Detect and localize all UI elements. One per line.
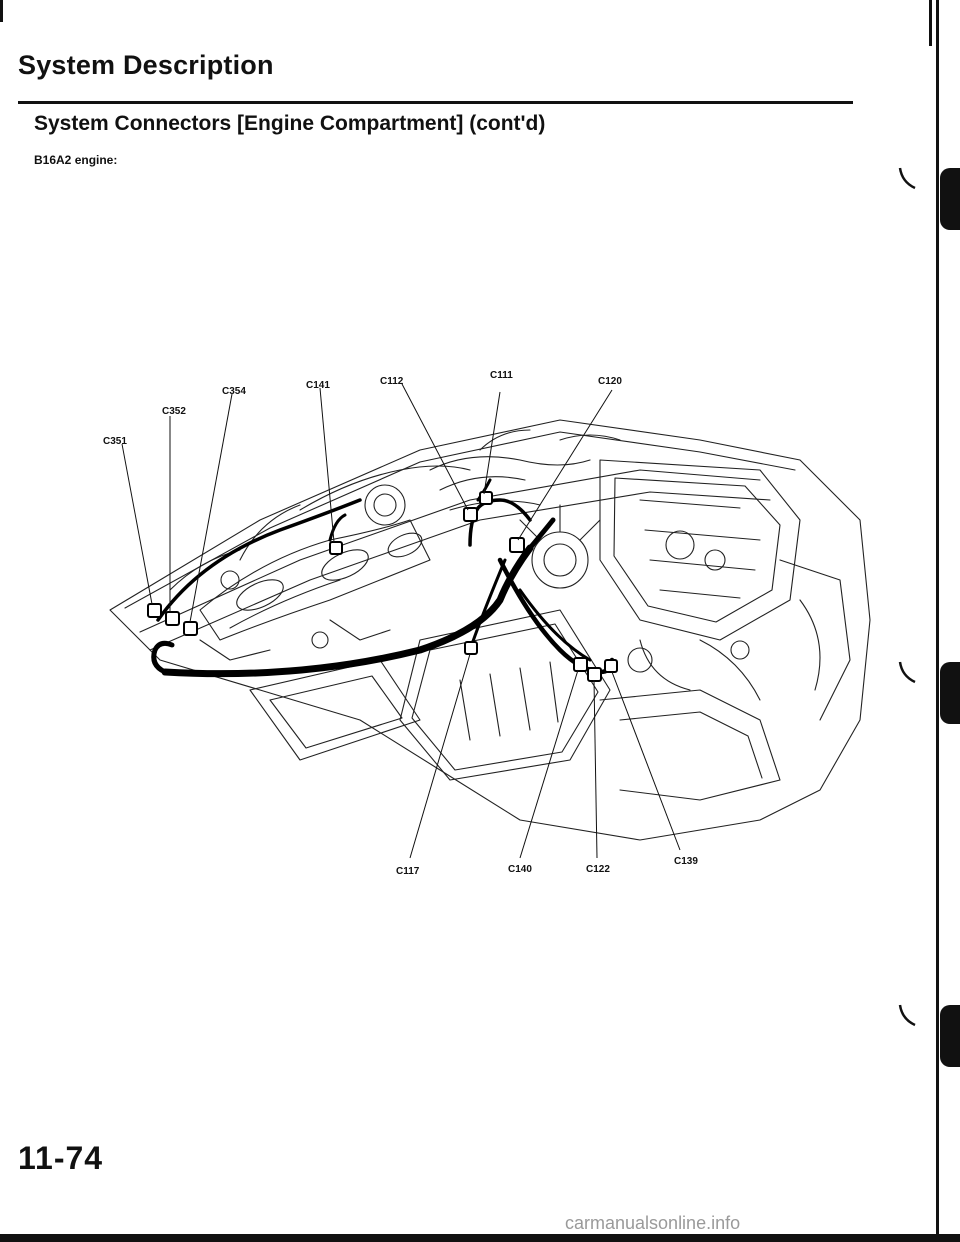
callout-c111: C111	[490, 370, 513, 381]
bulkhead-outline	[109, 419, 871, 841]
connector-c351	[147, 603, 162, 618]
callout-labels: C111 C112 C120 C141 C354 C352 C351 C117 …	[103, 370, 698, 877]
leader-c117	[409, 653, 471, 859]
leader-lines	[121, 383, 681, 859]
distributor	[531, 531, 589, 589]
binder-hook	[898, 661, 916, 684]
connector-c141	[329, 541, 343, 555]
bottom-rule	[0, 1234, 960, 1242]
connector-c117	[464, 641, 478, 655]
callout-c112: C112	[380, 376, 404, 387]
leader-c120	[517, 389, 613, 541]
edge-mark	[929, 0, 932, 46]
callout-c140: C140	[508, 864, 532, 875]
connectors	[147, 491, 618, 682]
air-cleaner-box	[399, 609, 611, 781]
leader-c140	[519, 669, 579, 859]
leader-c139	[611, 671, 681, 851]
callout-c352: C352	[162, 406, 186, 417]
leader-c111	[483, 391, 501, 495]
edge-mark	[940, 1005, 960, 1067]
strut-bar	[139, 469, 761, 633]
engine-line-art	[109, 419, 871, 841]
callout-c141: C141	[306, 380, 330, 391]
connector-c352	[165, 611, 180, 626]
connector-c111	[479, 491, 493, 505]
engine-label: B16A2 engine:	[34, 153, 118, 167]
harness-branch-right	[497, 557, 615, 675]
valve-cover	[599, 459, 801, 641]
leader-c141	[319, 387, 335, 543]
page-title: System Description	[18, 50, 274, 80]
battery	[249, 659, 421, 761]
edge-mark	[936, 0, 939, 1242]
binder-hook	[898, 167, 916, 190]
connector-c112	[463, 507, 478, 522]
throttle-body	[364, 484, 406, 526]
watermark: carmanualsonline.info	[565, 1213, 741, 1233]
callout-c122: C122	[586, 864, 610, 875]
section-title: System Connectors [Engine Compartment] (…	[34, 112, 546, 135]
binder-hook	[898, 1004, 916, 1027]
leader-c112	[401, 383, 469, 511]
edge-mark	[940, 168, 960, 230]
header-rule	[18, 101, 853, 104]
callout-c351: C351	[103, 436, 127, 447]
connector-c354	[183, 621, 198, 636]
connector-c139	[604, 659, 618, 673]
edge-mark	[940, 662, 960, 724]
callout-c139: C139	[674, 856, 698, 867]
harness-branch-left	[156, 498, 362, 622]
callout-c354: C354	[222, 386, 246, 397]
callout-c117: C117	[396, 866, 420, 877]
edge-mark	[0, 0, 3, 22]
intake-manifold	[199, 519, 431, 641]
leader-c354	[189, 393, 233, 623]
main-harness	[161, 544, 534, 678]
connector-c122	[587, 667, 602, 682]
connector-c120	[509, 537, 525, 553]
leader-c122	[593, 679, 598, 859]
callout-c120: C120	[598, 376, 622, 387]
page-number: 11-74	[18, 1140, 104, 1176]
leader-c351	[121, 443, 153, 605]
connector-c140	[573, 657, 588, 672]
harness-loop	[151, 640, 175, 675]
